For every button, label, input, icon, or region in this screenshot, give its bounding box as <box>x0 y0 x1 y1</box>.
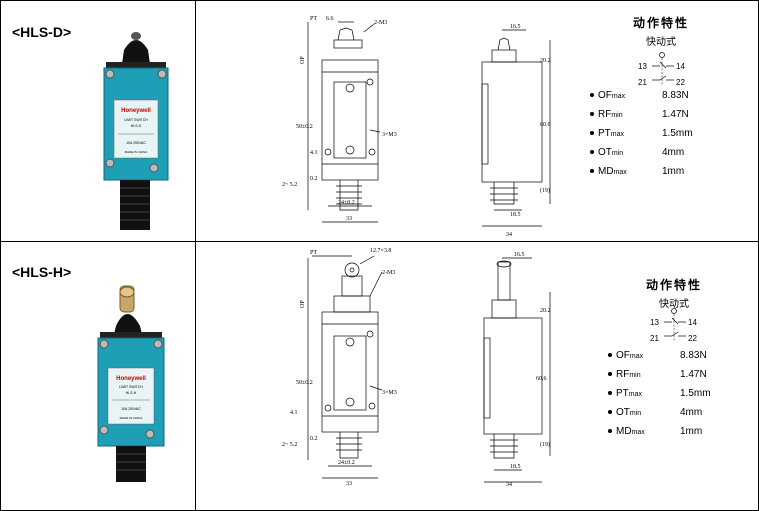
svg-text:13: 13 <box>638 62 647 71</box>
svg-text:20.2: 20.2 <box>540 58 551 64</box>
svg-text:24±0.2: 24±0.2 <box>338 460 355 466</box>
svg-text:MADE IN CHINA: MADE IN CHINA <box>120 416 143 420</box>
front-dimension-drawing-hls-d: PT 6.6 2-M3 OP 50±0.2 3×M3 4.1 2~ 5.2 0.… <box>282 16 397 223</box>
model-label: <HLS-H> <box>12 264 72 280</box>
svg-text:18.5: 18.5 <box>510 464 521 470</box>
svg-text:34: 34 <box>506 232 512 238</box>
svg-text:60.6: 60.6 <box>540 122 551 128</box>
svg-text:16.5: 16.5 <box>514 252 525 258</box>
svg-text:LIMIT SWITCH: LIMIT SWITCH <box>119 385 143 389</box>
characteristics-heading: 动作特性 <box>632 16 689 30</box>
svg-text:50±0.2: 50±0.2 <box>296 124 313 130</box>
svg-text:3×M3: 3×M3 <box>382 390 397 396</box>
svg-text:21: 21 <box>638 78 647 87</box>
svg-text:20.2: 20.2 <box>540 308 551 314</box>
svg-text:10A 250VAC: 10A 250VAC <box>121 407 141 411</box>
svg-text:14: 14 <box>676 62 685 71</box>
contact-symbol: 13 14 21 22 <box>650 308 697 343</box>
svg-text:(19): (19) <box>540 187 550 194</box>
svg-text:33: 33 <box>346 216 352 222</box>
svg-text:OP: OP <box>300 56 306 64</box>
svg-text:MADE IN CHINA: MADE IN CHINA <box>125 150 148 154</box>
svg-text:2-M3: 2-M3 <box>382 270 395 276</box>
svg-text:0.2: 0.2 <box>310 436 318 442</box>
side-dimension-drawing-hls-d: 16.5 20.2 60.6 (19) 18.5 34 <box>481 24 551 238</box>
svg-text:HLS-H: HLS-H <box>126 391 137 395</box>
contact-symbol: 13 14 21 22 <box>638 52 685 87</box>
svg-text:2~ 5.2: 2~ 5.2 <box>282 182 297 188</box>
svg-text:OP: OP <box>300 300 306 308</box>
front-dimension-drawing-hls-h: PT 12.7×3.8 2-M3 OP 50±0.2 3×M3 4.1 2~ 5… <box>282 248 397 487</box>
characteristics-heading: 动作特性 <box>645 278 702 292</box>
svg-text:2~ 5.2: 2~ 5.2 <box>282 442 297 448</box>
svg-text:0.2: 0.2 <box>310 176 318 182</box>
svg-text:6.6: 6.6 <box>326 16 334 22</box>
characteristics-subheading: 快动式 <box>646 37 676 48</box>
svg-text:34: 34 <box>506 482 512 488</box>
svg-text:(19): (19) <box>540 441 550 448</box>
characteristics-subheading: 快动式 <box>659 299 689 310</box>
svg-text:50±0.2: 50±0.2 <box>296 380 313 386</box>
svg-text:2-M3: 2-M3 <box>374 20 387 26</box>
side-dimension-drawing-hls-h: 16.5 20.2 60.6 (19) 18.5 34 <box>483 252 551 488</box>
svg-text:22: 22 <box>676 78 685 87</box>
svg-text:16.5: 16.5 <box>510 24 521 30</box>
svg-text:24±0.2: 24±0.2 <box>338 200 355 206</box>
svg-text:LIMIT SWITCH: LIMIT SWITCH <box>124 118 148 122</box>
svg-text:4.1: 4.1 <box>310 150 318 156</box>
photo-brand: Honeywell <box>121 108 151 114</box>
svg-text:4.1: 4.1 <box>290 410 298 416</box>
photo-brand: Honeywell <box>116 376 146 382</box>
svg-text:14: 14 <box>688 318 697 327</box>
svg-text:PT: PT <box>310 250 317 256</box>
model-label: <HLS-D> <box>12 24 72 40</box>
row-divider <box>0 241 758 242</box>
svg-text:60.6: 60.6 <box>536 376 547 382</box>
svg-text:13: 13 <box>650 318 659 327</box>
svg-text:21: 21 <box>650 334 659 343</box>
column-divider <box>195 0 196 510</box>
svg-text:18.5: 18.5 <box>510 212 521 218</box>
product-photo-hls-d: Honeywell LIMIT SWITCH HLS-D 10A 250VAC … <box>103 32 169 230</box>
svg-text:3×M3: 3×M3 <box>382 132 397 138</box>
svg-text:10A 250VAC: 10A 250VAC <box>126 141 146 145</box>
svg-text:PT: PT <box>310 16 317 22</box>
product-photo-hls-h: Honeywell LIMIT SWITCH HLS-H 10A 250VAC … <box>97 285 165 482</box>
svg-text:22: 22 <box>688 334 697 343</box>
svg-text:33: 33 <box>346 481 352 487</box>
svg-text:HLS-D: HLS-D <box>131 124 142 128</box>
svg-text:12.7×3.8: 12.7×3.8 <box>370 248 391 254</box>
